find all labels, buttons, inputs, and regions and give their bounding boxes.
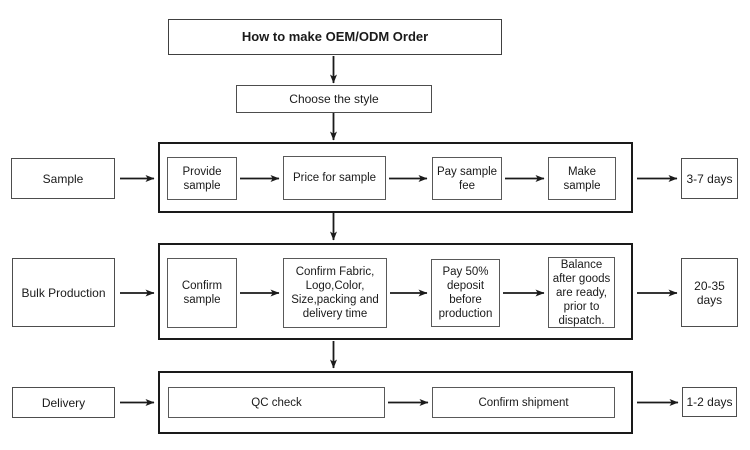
step-confirm-fabric-details: Confirm Fabric, Logo,Color, Size,packing… [283,258,387,328]
sample-group-frame [158,142,633,213]
duration-bulk: 20-35 days [681,258,738,327]
step-provide-sample: Provide sample [167,157,237,200]
stage-label-delivery: Delivery [12,387,115,418]
step-pay-sample-fee: Pay sample fee [432,157,502,200]
step-balance-before-dispatch: Balance after goods are ready, prior to … [548,257,615,328]
choose-style-box: Choose the style [236,85,432,113]
stage-label-bulk-production: Bulk Production [12,258,115,327]
step-pay-deposit: Pay 50% deposit before production [431,259,500,327]
step-qc-check: QC check [168,387,385,418]
bulk-group-frame [158,243,633,340]
step-confirm-shipment: Confirm shipment [432,387,615,418]
step-make-sample: Make sample [548,157,616,200]
delivery-group-frame [158,371,633,434]
stage-label-sample: Sample [11,158,115,199]
step-price-for-sample: Price for sample [283,156,386,200]
flow-title: How to make OEM/ODM Order [168,19,502,55]
duration-delivery: 1-2 days [682,387,737,417]
step-confirm-sample: Confirm sample [167,258,237,328]
duration-sample: 3-7 days [681,158,738,199]
